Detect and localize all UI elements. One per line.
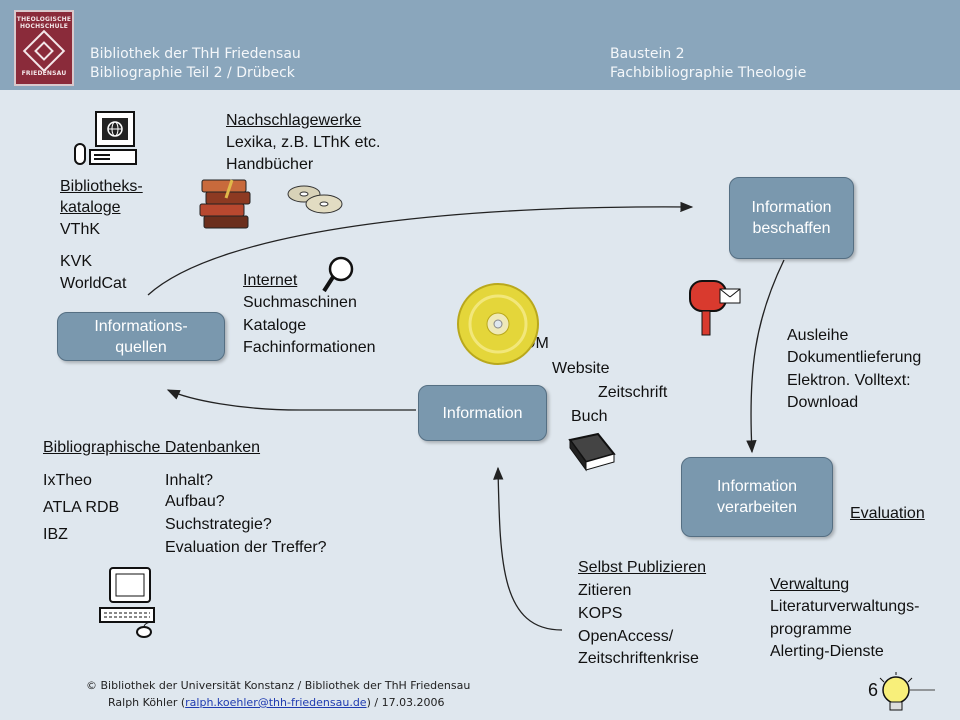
publizieren-line4: Zeitschriftenkrise [578, 650, 699, 667]
books-stack-icon [199, 179, 251, 229]
nachschlagewerke-line2: Handbücher [226, 156, 314, 173]
footer-author-prefix: Ralph Köhler ( [108, 696, 186, 709]
arrow-beschaffen-to-verarbeiten [746, 259, 785, 454]
university-logo: THEOLOGISCHE HOCHSCHULE FRIEDENSAU [14, 10, 74, 86]
kataloge-worldcat: WorldCat [60, 275, 127, 292]
datenbank-atla: ATLA RDB [43, 499, 120, 516]
nachschlagewerke-title: Nachschlagewerke [226, 112, 362, 129]
ausleihe-line1: Ausleihe [787, 327, 849, 344]
ausleihe-line3: Elektron. Volltext: [787, 372, 911, 389]
box-informationsquellen: Informations- quellen [57, 312, 225, 361]
media-website: Website [552, 360, 610, 377]
internet-line2: Kataloge [243, 317, 307, 334]
header-left-line2: Bibliographie Teil 2 / Drübeck [90, 65, 295, 81]
datenbanken-q3: Suchstrategie? [165, 516, 272, 533]
mailbox-icon [689, 280, 741, 336]
datenbanken-q2: Aufbau? [165, 493, 225, 510]
lightbulb-icon [879, 672, 913, 711]
verwaltung-line3: Alerting-Dienste [770, 643, 884, 660]
page-number: 6 [868, 680, 879, 700]
arrow-publizieren-to-information [493, 466, 563, 631]
header-left-line1: Bibliothek der ThH Friedensau [90, 46, 301, 62]
header-right-line1: Baustein 2 [610, 46, 685, 62]
ausleihe-line2: Dokumentlieferung [787, 349, 922, 366]
datenbank-ibz: IBZ [43, 526, 68, 543]
media-buch: Buch [571, 408, 608, 425]
footer-copyright: © Bibliothek der Universität Konstanz / … [86, 679, 471, 692]
nachschlagewerke-line1: Lexika, z.B. LThK etc. [226, 134, 381, 151]
verwaltung-title: Verwaltung [770, 576, 850, 593]
arrow-information-to-quellen [166, 389, 416, 411]
arrow-quellen-to-beschaffen [147, 201, 694, 296]
box-information-verarbeiten: Information verarbeiten [681, 457, 833, 537]
book-icon [568, 432, 616, 472]
kataloge-vthk: VThK [60, 221, 101, 238]
verwaltung-line2: programme [770, 621, 852, 638]
publizieren-line2: KOPS [578, 605, 623, 622]
box-quellen-label: Informations- quellen [94, 317, 188, 356]
datenbanken-title: Bibliographische Datenbanken [43, 439, 261, 456]
verwaltung-line1: Literaturverwaltungs- [770, 598, 920, 615]
footer-author: Ralph Köhler (ralph.koehler@thh-friedens… [108, 695, 445, 710]
internet-title: Internet [243, 272, 298, 289]
slide-header: THEOLOGISCHE HOCHSCHULE FRIEDENSAU Bibli… [0, 0, 960, 90]
datenbanken-q1: Inhalt? [165, 472, 214, 489]
cd-discs-icon [287, 185, 343, 214]
box-information-beschaffen: Information beschaffen [729, 177, 854, 259]
kataloge-kvk: KVK [60, 253, 93, 270]
logo-text-1: THEOLOGISCHE [16, 16, 72, 23]
ausleihe-line4: Download [787, 394, 859, 411]
media-zeitschrift: Zeitschrift [598, 384, 668, 401]
magnifier-icon [322, 256, 354, 293]
computer-globe-icon [74, 111, 137, 165]
kataloge-title-2: kataloge [60, 199, 121, 216]
evaluation-label: Evaluation [850, 505, 925, 522]
internet-line1: Suchmaschinen [243, 294, 357, 311]
logo-text-2: HOCHSCHULE [19, 23, 69, 30]
publizieren-line3: OpenAccess/ [578, 628, 674, 645]
publizieren-line1: Zitieren [578, 582, 632, 599]
datenbank-ixtheo: IxTheo [43, 472, 92, 489]
kataloge-title-1: Bibliotheks- [60, 178, 143, 195]
box-verarbeiten-label: Information verarbeiten [716, 478, 798, 516]
publizieren-title: Selbst Publizieren [578, 559, 707, 576]
datenbanken-q4: Evaluation der Treffer? [165, 539, 327, 556]
logo-text-3: FRIEDENSAU [21, 70, 67, 77]
footer-email-link[interactable]: ralph.koehler@thh-friedensau.de [185, 696, 367, 709]
box-information-label: Information [442, 404, 523, 422]
box-information: Information [418, 385, 547, 441]
footer-author-suffix: ) / 17.03.2006 [366, 696, 445, 709]
header-right-line2: Fachbibliographie Theologie [610, 65, 807, 81]
box-beschaffen-label: Information beschaffen [751, 199, 832, 237]
computer-terminal-icon [99, 567, 155, 638]
cd-rom-icon [457, 283, 539, 365]
internet-line3: Fachinformationen [243, 339, 376, 356]
